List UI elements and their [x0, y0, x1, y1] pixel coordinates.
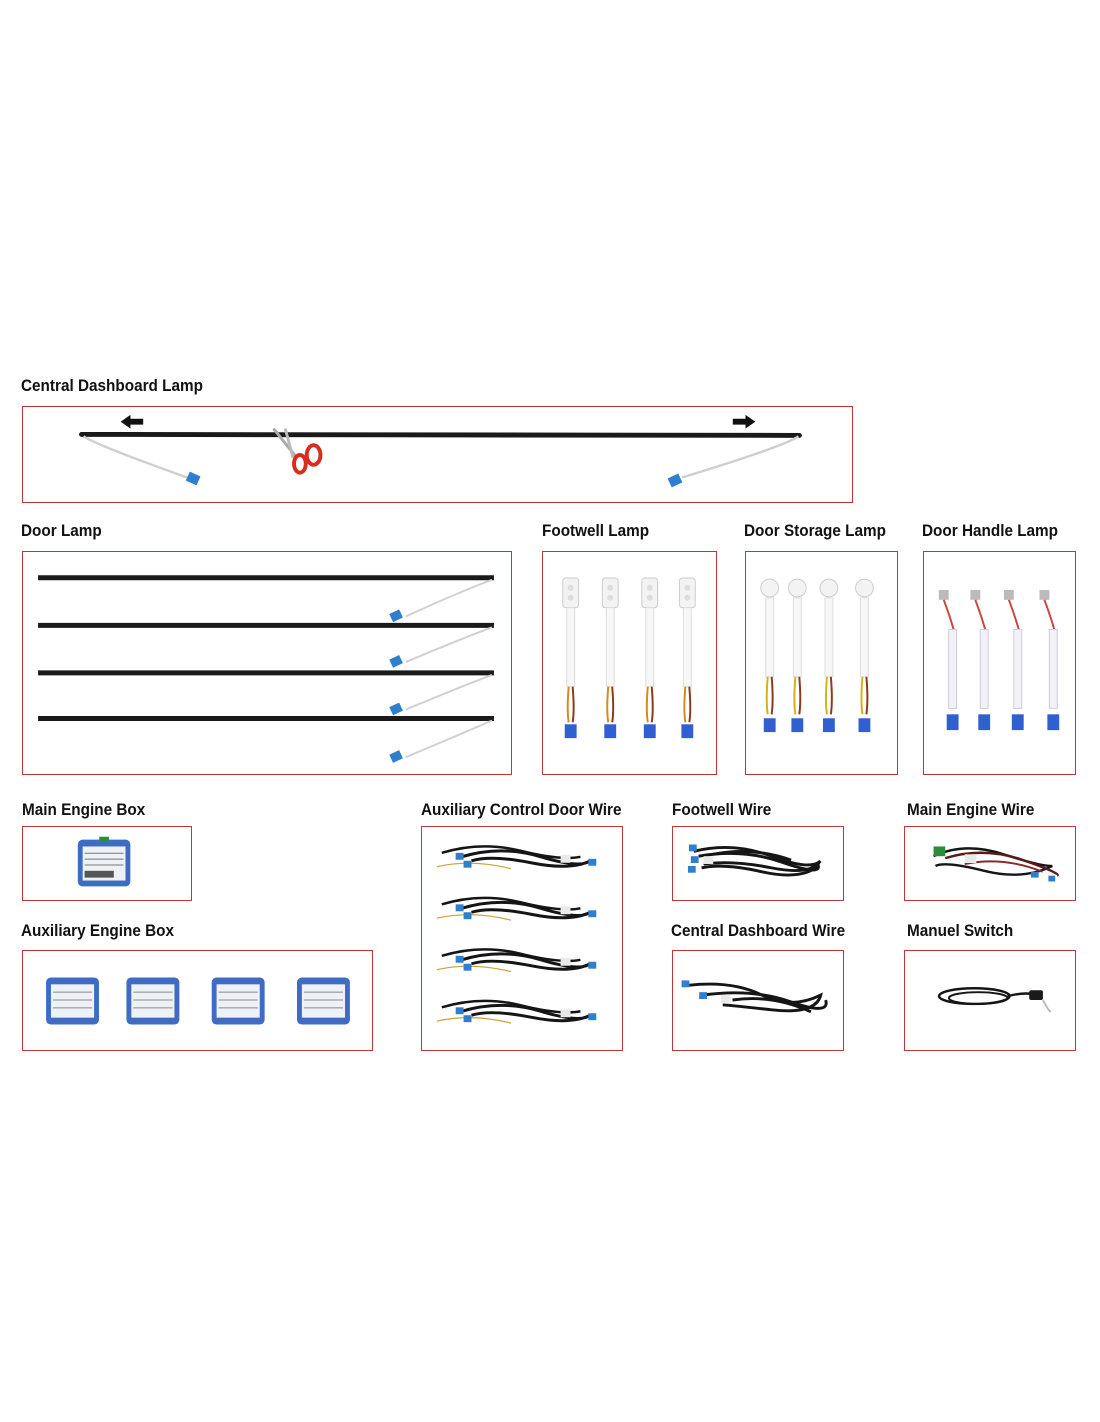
- door-wire-bundle: [436, 999, 597, 1024]
- panel-door-handle-lamp: [923, 551, 1076, 775]
- panel-door-lamp: [22, 551, 512, 775]
- scissors-icon: [272, 427, 323, 475]
- door-handle-lamp-unit: [938, 589, 959, 731]
- auxiliary-engine-box-unit: [126, 977, 180, 1025]
- manuel-switch-image: [937, 987, 1052, 1013]
- door-handle-lamp-unit: [1039, 589, 1060, 731]
- auxiliary-control-door-wire-image: [436, 845, 597, 1024]
- footwell-lamp-unit: [678, 577, 696, 739]
- auxiliary-engine-box-unit: [296, 977, 350, 1025]
- label-central-dashboard-wire: Central Dashboard Wire: [671, 921, 846, 940]
- label-footwell-lamp: Footwell Lamp: [542, 521, 650, 540]
- panel-footwell-wire: [672, 826, 844, 901]
- door-handle-lamp-image: [938, 589, 1060, 731]
- panel-door-storage-lamp: [745, 551, 898, 775]
- footwell-lamp-unit: [601, 577, 619, 739]
- label-manuel-switch: Manuel Switch: [907, 921, 1014, 940]
- label-main-engine-box: Main Engine Box: [22, 800, 146, 819]
- footwell-lamp-image: [562, 577, 696, 739]
- door-storage-lamp-image: [760, 578, 874, 733]
- footwell-lamp-unit: [562, 577, 580, 739]
- footwell-wire-image: [687, 844, 822, 877]
- panel-footwell-lamp: [542, 551, 717, 775]
- panel-central-dashboard-lamp: [22, 406, 853, 503]
- door-storage-lamp-unit: [855, 578, 874, 733]
- label-door-handle-lamp: Door Handle Lamp: [922, 521, 1059, 540]
- label-main-engine-wire: Main Engine Wire: [907, 800, 1035, 819]
- auxiliary-engine-box-unit: [211, 977, 265, 1025]
- door-lamp-image: [38, 575, 494, 763]
- door-storage-lamp-unit: [787, 578, 807, 733]
- panel-central-dashboard-wire: [672, 950, 844, 1051]
- main-engine-box-image: [77, 836, 131, 887]
- door-wire-bundle: [436, 896, 597, 921]
- door-handle-lamp-unit: [970, 589, 991, 731]
- door-storage-lamp-unit: [760, 578, 780, 733]
- arrow-left-icon: [120, 414, 144, 429]
- central-dashboard-lamp-image: [79, 414, 802, 488]
- panel-main-engine-box: [22, 826, 192, 901]
- auxiliary-engine-box-image: [46, 977, 350, 1025]
- central-dashboard-wire-image: [681, 980, 828, 1014]
- label-auxiliary-control-door-wire: Auxiliary Control Door Wire: [421, 800, 622, 819]
- arrow-right-icon: [732, 414, 756, 429]
- label-footwell-wire: Footwell Wire: [672, 800, 772, 819]
- door-storage-lamp-unit: [819, 578, 839, 733]
- door-wire-bundle: [436, 845, 597, 870]
- panel-auxiliary-control-door-wire: [421, 826, 623, 1051]
- panel-main-engine-wire: [904, 826, 1076, 901]
- panel-manuel-switch: [904, 950, 1076, 1051]
- auxiliary-engine-box-unit: [46, 977, 99, 1025]
- label-central-dashboard-lamp: Central Dashboard Lamp: [21, 376, 203, 395]
- label-door-lamp: Door Lamp: [21, 521, 102, 540]
- panel-auxiliary-engine-box: [22, 950, 373, 1051]
- door-wire-bundle: [436, 948, 597, 973]
- door-handle-lamp-unit: [1003, 589, 1024, 731]
- label-door-storage-lamp: Door Storage Lamp: [744, 521, 886, 540]
- main-engine-wire-image: [933, 846, 1059, 882]
- label-auxiliary-engine-box: Auxiliary Engine Box: [21, 921, 175, 940]
- footwell-lamp-unit: [641, 577, 659, 739]
